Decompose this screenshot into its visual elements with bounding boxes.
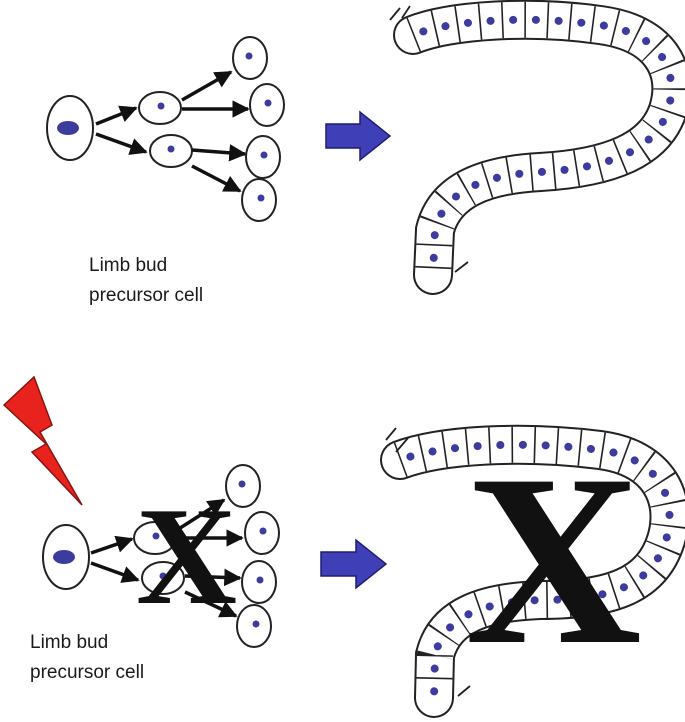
top-caption-line1: Limb bud [89,255,167,276]
block-mark-limb: X [465,424,642,695]
bottom-panel: X X Limb bud precursor cell [2,375,685,718]
top-caption-line2: precursor cell [89,285,203,306]
transition-arrow [320,538,388,590]
precursor-nucleus [53,550,75,564]
top-panel: Limb bud precursor cell [46,0,685,306]
lineage-arrows [95,70,250,193]
bottom-caption-line2: precursor cell [30,662,144,683]
bottom-limb-tube [380,424,685,718]
bottom-cell-division [42,464,280,648]
top-cell-division [46,36,285,222]
block-mark-division: X [136,479,237,634]
transition-arrow [325,110,392,162]
lightning-bolt-icon [2,375,83,506]
lineage-arrows [90,498,244,618]
top-limb-tube [389,0,685,295]
precursor-nucleus [57,121,79,135]
bottom-caption-line1: Limb bud [30,632,108,653]
